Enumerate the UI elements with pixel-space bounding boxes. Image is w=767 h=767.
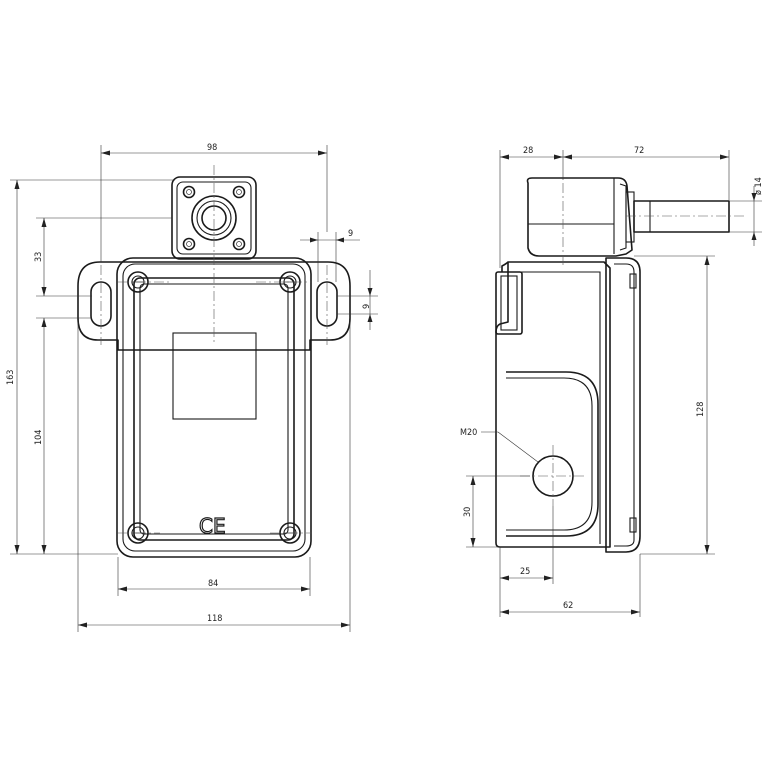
dim-104-label: 104 xyxy=(34,430,44,445)
dim-33: 33 xyxy=(34,217,172,297)
dim-25-label: 25 xyxy=(520,567,530,577)
dim-84-label: 84 xyxy=(208,579,218,589)
dim-28-label: 28 xyxy=(523,146,533,156)
dim-9-slot-height: 9 xyxy=(337,270,378,330)
dim-dia-14-label: ø 14 xyxy=(754,177,764,195)
m20-callout: M20 xyxy=(460,428,539,463)
dim-118: 118 xyxy=(77,320,351,632)
dim-84: 84 xyxy=(117,557,311,596)
side-body xyxy=(495,183,641,553)
dim-118-label: 118 xyxy=(207,614,222,624)
side-head xyxy=(526,177,635,257)
ce-mark: CE xyxy=(199,514,226,538)
front-view: CE 98 163 xyxy=(6,143,378,632)
dim-30-label: 30 xyxy=(463,507,473,517)
dim-128: 128 xyxy=(634,255,715,555)
dim-62: 62 xyxy=(500,554,641,617)
dim-128-label: 128 xyxy=(696,402,706,417)
dim-98: 98 xyxy=(100,143,328,262)
dim-25: 25 xyxy=(499,506,554,617)
dim-dia-14: ø 14 xyxy=(729,177,764,246)
dim-9-height-label: 9 xyxy=(362,304,372,309)
dim-30: 30 xyxy=(463,475,530,548)
dim-72: 72 xyxy=(563,146,730,200)
dim-9-slot-width: 9 xyxy=(300,229,360,282)
dim-33-label: 33 xyxy=(34,252,44,262)
label-plate xyxy=(172,332,257,420)
dim-62-label: 62 xyxy=(563,601,573,611)
dim-72-label: 72 xyxy=(634,146,644,156)
dim-28: 28 xyxy=(499,146,564,268)
front-flange xyxy=(77,261,351,351)
dim-163-label: 163 xyxy=(6,370,16,385)
m20-label: M20 xyxy=(460,428,477,438)
side-shaft xyxy=(626,200,745,233)
dim-163: 163 xyxy=(6,179,175,555)
front-enclosure: CE xyxy=(116,257,312,558)
dim-9-width-label: 9 xyxy=(348,229,353,239)
dim-98-label: 98 xyxy=(207,143,217,153)
side-view: M20 28 72 ø 14 xyxy=(460,146,764,617)
dim-104: 104 xyxy=(34,317,92,554)
